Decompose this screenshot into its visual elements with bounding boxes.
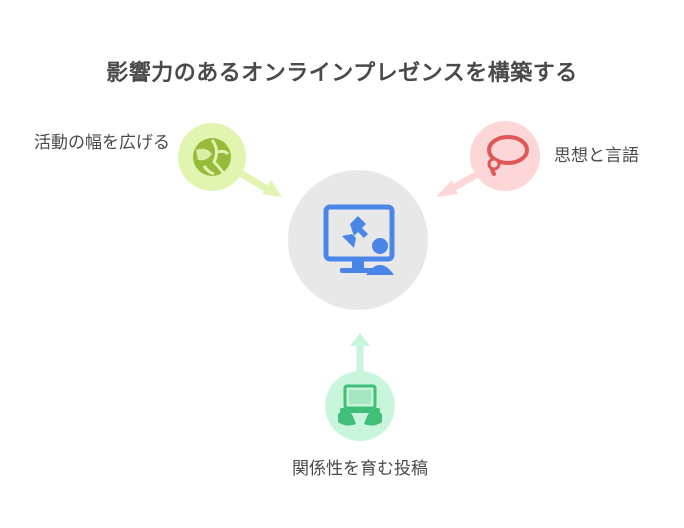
laptop-hands-icon: [338, 384, 382, 426]
right-node: [436, 121, 540, 197]
left-node: [178, 123, 282, 197]
monitor-user-icon: [323, 204, 395, 275]
label-relationship-posts: 関係性を育む投稿: [292, 459, 428, 479]
lasso-icon: [487, 135, 529, 176]
label-thought-language: 思想と言語: [554, 146, 639, 166]
center-node: [288, 170, 428, 310]
label-expand-activity: 活動の幅を広げる: [34, 133, 170, 153]
bottom-node: [325, 333, 395, 441]
page-title: 影響力のあるオンラインプレゼンスを構築する: [106, 61, 578, 86]
globe-icon: [193, 138, 231, 176]
